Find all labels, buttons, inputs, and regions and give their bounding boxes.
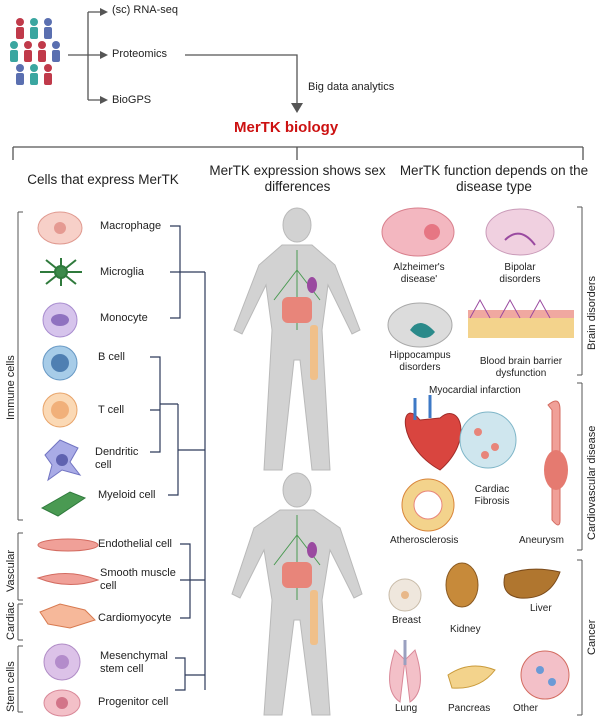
heart-icon [404,395,462,471]
macrophage-icon [37,211,83,245]
atherosclerosis-label: Atherosclerosis [390,535,459,546]
hippocampus-icon [387,302,453,348]
male-body-icon [231,472,363,716]
cell-b-cell: B cell [98,351,125,363]
b-cell-icon [42,345,78,381]
myeloid-cell-icon [40,491,87,517]
kidney-icon [445,562,479,608]
progenitor-cell-icon [43,689,81,717]
cardiomyocyte-icon [39,603,96,629]
cell-myeloid: Myeloid cell [98,489,156,501]
biogps-label: BioGPS [112,94,152,106]
breast-label: Breast [392,615,421,626]
cell-macrophage: Macrophage [100,220,162,232]
female-body-icon [233,207,361,471]
cell-progenitor: Progenitor cell [98,696,169,708]
rna-seq-label: (sc) RNA-seq [112,4,179,16]
cardiac-label: Cardiac [5,602,17,640]
cancer-label: Cancer [586,619,598,655]
column-sex-heading: MerTK expression shows sex differences [209,163,386,194]
mi-label: Myocardial infarction [429,385,521,396]
alzheimers-label: Alzheimer's disease' [393,262,445,285]
brain-disorders-label: Brain disorders [586,276,598,350]
monocyte-icon [42,302,78,338]
cell-t-cell: T cell [98,404,125,416]
breast-icon [388,578,422,612]
kidney-label: Kidney [450,624,481,635]
big-data-label: Big data analytics [308,81,395,93]
cell-smooth-muscle: Smooth muscle cell [100,567,176,592]
microglia-icon [40,258,82,286]
cell-microglia: Microglia [100,266,145,278]
t-cell-icon [42,392,78,428]
lung-label: Lung [395,703,418,714]
cell-monocyte: Monocyte [100,312,148,324]
cardiac-fibrosis-icon [459,411,517,469]
female-organs-icon [273,250,321,380]
aneurysm-label: Aneurysm [519,535,565,546]
vascular-label: Vascular [5,550,17,592]
column-function-heading: MerTK function depends on the disease ty… [399,163,589,194]
lung-icon [389,640,421,703]
bbb-label: Blood brain barrier dysfunction [479,356,563,379]
cell-dendritic: Dendritic cell [95,446,139,471]
diagram-title: MerTK biology [234,119,339,136]
other-label: Other [513,703,539,714]
brain-alzheimer-icon [381,207,455,257]
population-icon [10,18,60,85]
fibrosis-label: Cardiac Fibrosis [474,484,510,507]
endothelial-cell-icon [37,538,99,552]
brain-bipolar-icon [485,208,555,256]
atherosclerosis-icon [401,478,455,532]
stem-cells-label: Stem cells [5,661,17,712]
other-cancer-icon [520,650,570,700]
bipolar-label: Bipolar disorders [499,262,541,285]
pancreas-icon [447,665,496,689]
column-cells-heading: Cells that express MerTK [27,172,179,187]
hippocampus-label: Hippocampus disorders [389,350,451,373]
aneurysm-icon [544,400,568,526]
dendritic-cell-icon [44,439,82,482]
mesenchymal-stem-cell-icon [43,643,81,681]
blood-brain-barrier-icon [468,298,574,338]
smooth-muscle-cell-icon [36,573,100,585]
proteomics-label: Proteomics [112,48,168,60]
cardiovascular-label: Cardiovascular disease [586,425,598,540]
pancreas-label: Pancreas [448,703,491,714]
immune-cells-label: Immune cells [5,355,17,420]
cell-mesenchymal: Mesenchymal stem cell [100,650,168,675]
liver-icon [503,568,561,599]
liver-label: Liver [530,603,552,614]
male-organs-icon [273,515,321,645]
cell-cardiomyocyte: Cardiomyocyte [98,612,172,624]
cell-endothelial: Endothelial cell [98,538,172,550]
